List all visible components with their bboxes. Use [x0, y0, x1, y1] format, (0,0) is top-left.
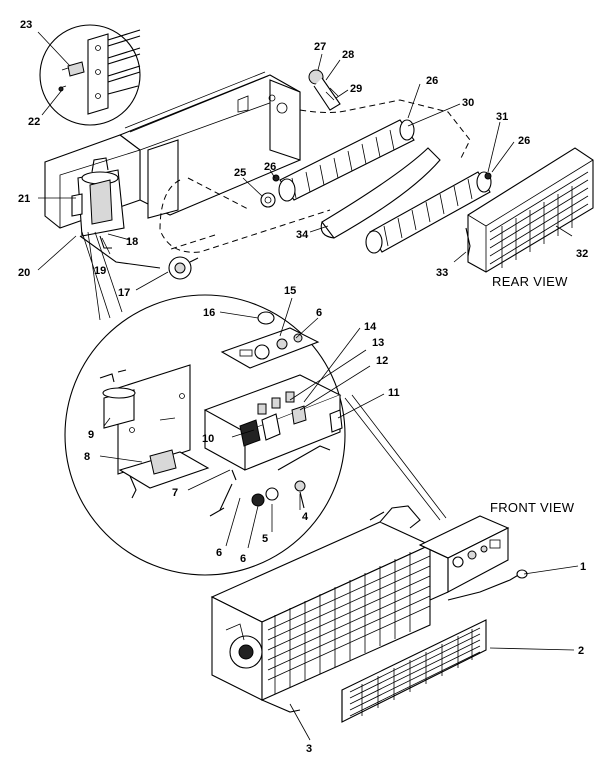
part-label-21: 20	[18, 267, 30, 279]
part-label-34: 34	[296, 229, 309, 241]
part-label-3: 3	[306, 743, 312, 755]
part-label-22: 21	[18, 193, 30, 205]
part-label-27: 27	[314, 41, 326, 53]
part-label-8: 7	[172, 487, 178, 499]
part-label-17: 16	[203, 307, 215, 319]
part-label-1: 1	[580, 561, 586, 573]
part-label-30: 30	[462, 97, 474, 109]
part-label-33: 33	[436, 267, 448, 279]
part-label-24: 23	[20, 19, 32, 31]
front-unit	[210, 505, 528, 713]
part-label-31: 31	[496, 111, 508, 123]
compressor	[71, 157, 125, 249]
part-label-15: 14	[364, 321, 377, 333]
part-label-10: 9	[88, 429, 94, 441]
leader-lines	[37, 31, 579, 741]
rear-view-label: REAR VIEW	[492, 274, 568, 289]
part-label-6a: 6	[316, 307, 322, 319]
clip-26b	[484, 172, 492, 180]
part-label-32: 32	[576, 248, 588, 260]
fan-motor-assembly	[308, 69, 341, 111]
part-label-9: 8	[84, 451, 90, 463]
part-label-20: 19	[94, 265, 106, 277]
part-label-7: 6	[216, 547, 222, 559]
part-label-19: 18	[126, 236, 138, 248]
front-view-label: FRONT VIEW	[490, 500, 575, 515]
rear-grille	[465, 147, 594, 273]
part-label-4: 4	[302, 511, 309, 523]
part-label-2: 2	[578, 645, 584, 657]
part-label-5: 5	[262, 533, 268, 545]
part-label-11: 10	[202, 433, 214, 445]
fan-motor-18	[168, 256, 199, 280]
rear-chassis	[44, 71, 301, 229]
detail-circle-top	[39, 24, 141, 126]
part-label-14: 13	[372, 337, 384, 349]
part-label-18: 17	[118, 287, 130, 299]
bearing-25	[260, 192, 276, 208]
part-label-16: 15	[284, 285, 296, 297]
part-label-6b: 6	[240, 553, 246, 565]
scroll-housing	[320, 147, 441, 239]
part-label-13: 12	[376, 355, 388, 367]
part-label-12: 11	[388, 387, 400, 399]
part-label-26c: 26	[518, 135, 530, 147]
part-label-26a: 26	[426, 75, 438, 87]
part-label-29: 29	[350, 83, 362, 95]
part-label-25: 25	[234, 167, 246, 179]
front-grille	[341, 619, 487, 723]
part-label-28: 28	[342, 49, 354, 61]
blower-wheel-upper	[278, 119, 415, 202]
part-number-labels: 23 22 27 28 29 26 30 31 26 26 25 21 18 1…	[18, 19, 588, 755]
part-label-23: 22	[28, 116, 40, 128]
part-label-26b: 26	[264, 161, 276, 173]
